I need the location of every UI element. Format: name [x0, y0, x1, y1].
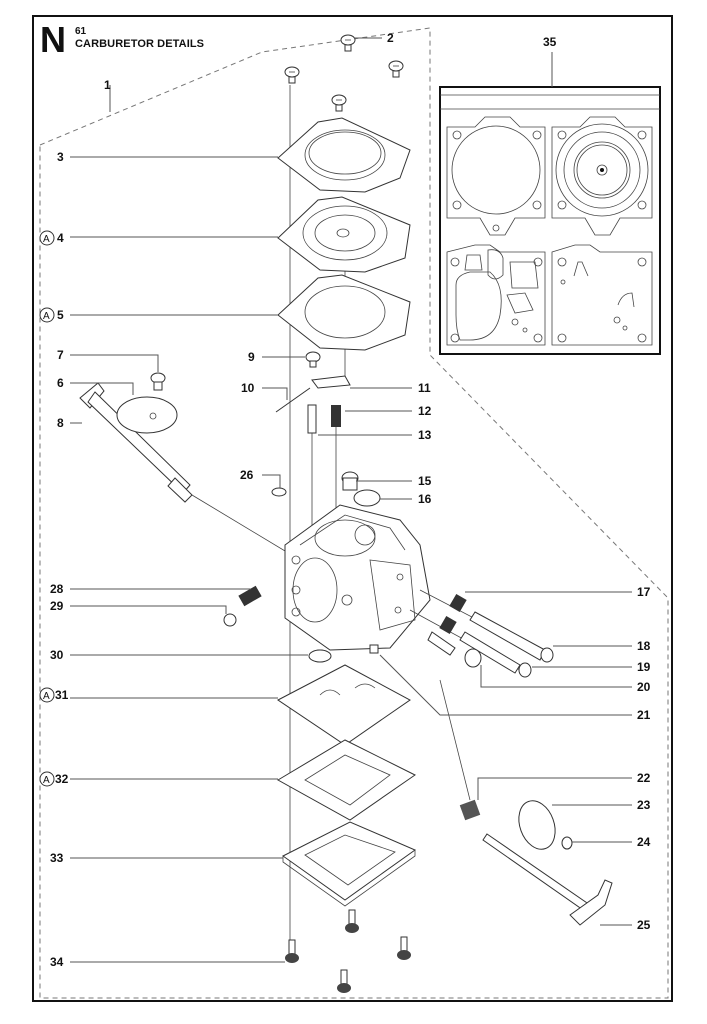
callout-8: 8	[57, 416, 64, 430]
callout-30: 30	[50, 648, 64, 662]
kit-marker-32-text: A	[43, 775, 50, 786]
metering-cover	[282, 821, 417, 907]
callout-9: 9	[248, 350, 255, 364]
callout-10: 10	[241, 381, 255, 395]
adjusting-screws	[409, 589, 554, 678]
section-number: 61	[75, 26, 87, 37]
callout-24: 24	[637, 835, 651, 849]
leader-lines	[70, 37, 632, 963]
callout-labels: 1 2 3 A 4 A 5 6 7 8 9 10 11 12 13 15 16 …	[39, 31, 651, 969]
callout-31: 31	[55, 688, 69, 702]
callout-6: 6	[57, 376, 64, 390]
callout-13: 13	[418, 428, 432, 442]
assembly-boundary	[39, 27, 669, 999]
kit-marker-4	[39, 230, 55, 246]
gasket-kit-box	[439, 86, 661, 355]
metering-gasket	[277, 664, 411, 746]
kit-marker-5	[39, 307, 55, 323]
page-frame	[32, 15, 673, 1002]
metering-diaphragm	[276, 739, 416, 821]
section-title: CARBURETOR DETAILS	[75, 38, 205, 50]
section-letter: N	[40, 19, 66, 60]
cover-bottom-screws	[285, 909, 411, 993]
callout-4: 4	[57, 231, 64, 245]
callout-33: 33	[50, 851, 64, 865]
callout-3: 3	[57, 150, 64, 164]
callout-2: 2	[387, 31, 394, 45]
callout-11: 11	[418, 381, 431, 395]
callout-34: 34	[50, 955, 64, 969]
plug	[308, 649, 332, 663]
callout-32: 32	[55, 772, 69, 786]
pump-gasket	[277, 274, 411, 351]
callout-15: 15	[418, 474, 432, 488]
callout-23: 23	[637, 798, 651, 812]
cover-screws	[284, 34, 404, 112]
callout-20: 20	[637, 680, 651, 694]
callout-29: 29	[50, 599, 64, 613]
fuel-screen	[353, 489, 381, 507]
kit-marker-32	[39, 771, 55, 787]
kit-marker-31-text: A	[43, 691, 50, 702]
spring	[238, 585, 262, 607]
callout-17: 17	[637, 585, 651, 599]
callout-5: 5	[57, 308, 64, 322]
callout-22: 22	[637, 771, 651, 785]
callout-35: 35	[543, 35, 557, 49]
carburetor-body	[284, 504, 431, 663]
callout-18: 18	[637, 639, 651, 653]
kit-marker-5-text: A	[43, 311, 50, 322]
callout-26: 26	[240, 468, 254, 482]
callout-12: 12	[418, 404, 432, 418]
inlet-needle-assembly	[275, 351, 351, 530]
callout-7: 7	[57, 348, 64, 362]
choke-assembly	[439, 679, 613, 926]
callout-16: 16	[418, 492, 432, 506]
kit-marker-31	[39, 687, 55, 703]
kit-marker-4-text: A	[43, 234, 50, 245]
callout-19: 19	[637, 660, 651, 674]
pump-diaphragm	[277, 196, 411, 273]
fuel-screen-plug-body	[342, 477, 358, 491]
callout-1: 1	[104, 78, 111, 92]
pump-cover	[277, 117, 411, 193]
throttle-shaft	[79, 372, 301, 561]
callout-21: 21	[637, 708, 651, 722]
ball	[223, 613, 237, 627]
clip	[271, 487, 287, 497]
callout-25: 25	[637, 918, 651, 932]
callout-28: 28	[50, 582, 64, 596]
